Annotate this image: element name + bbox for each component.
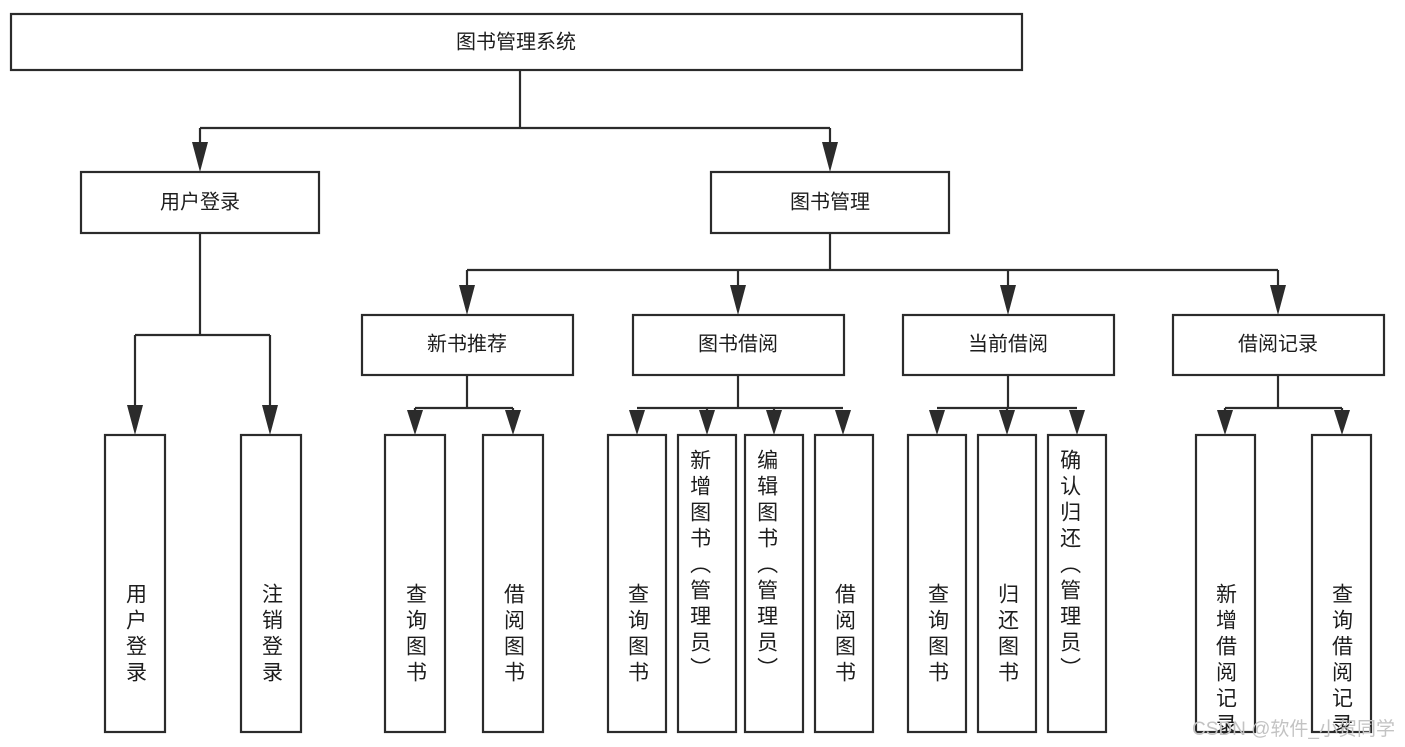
leaf-user-login-label: 用户登录 — [124, 583, 148, 687]
leaf-user-logout-label: 注销登录 — [260, 583, 284, 687]
leaf-borrow-book-2-label: 借阅图书 — [833, 583, 857, 687]
leaf-return-book-label: 归还图书 — [996, 583, 1020, 687]
leaf-query-book-2[interactable]: 查询图书 — [606, 433, 668, 734]
connector-layer — [127, 70, 1350, 435]
leaf-query-record-label: 查询借阅记录 — [1330, 583, 1354, 739]
node-root-box[interactable] — [9, 12, 1024, 72]
leaf-query-book-1[interactable]: 查询图书 — [383, 433, 447, 734]
leaf-user-logout-box[interactable] — [239, 433, 303, 734]
arrow-to-leaf-edit-book — [766, 410, 782, 435]
leaf-confirm-return-label: 确认归还（管理员） — [1058, 449, 1082, 683]
node-root-label: 图书管理系统 — [456, 30, 576, 53]
node-new-book-recommend[interactable]: 新书推荐 — [360, 313, 575, 377]
leaf-add-record[interactable]: 新增借阅记录 — [1194, 433, 1257, 739]
arrow-to-current-borrow — [1000, 285, 1016, 315]
arrow-to-leaf-confirm-return — [1069, 410, 1085, 435]
arrow-to-leaf-return-book — [999, 410, 1015, 435]
arrow-to-leaf-user-login — [127, 405, 143, 435]
leaf-edit-book-label: 编辑图书（管理员） — [755, 449, 779, 683]
leaf-confirm-return[interactable]: 确认归还（管理员） — [1046, 433, 1108, 734]
leaf-borrow-book-1-label: 借阅图书 — [502, 583, 526, 687]
leaf-user-login-box[interactable] — [103, 433, 167, 734]
arrow-to-borrow-record — [1270, 285, 1286, 315]
arrow-to-leaf-borrow-book-1 — [505, 410, 521, 435]
arrow-to-user-login — [192, 142, 208, 172]
arrow-to-leaf-query-record — [1334, 410, 1350, 435]
arrow-to-book-manage — [822, 142, 838, 172]
leaf-borrow-book-2-box[interactable] — [813, 433, 875, 734]
leaf-query-book-2-box[interactable] — [606, 433, 668, 734]
node-book-borrow-box[interactable] — [631, 313, 846, 377]
leaf-query-book-3-label: 查询图书 — [926, 583, 950, 687]
node-borrow-record-label: 借阅记录 — [1238, 332, 1318, 355]
leaf-query-book-1-box[interactable] — [383, 433, 447, 734]
arrow-to-new-book-recommend — [459, 285, 475, 315]
leaf-query-record[interactable]: 查询借阅记录 — [1310, 433, 1373, 739]
node-new-book-recommend-box[interactable] — [360, 313, 575, 377]
arrow-to-leaf-query-book-1 — [407, 410, 423, 435]
node-root[interactable]: 图书管理系统 — [9, 12, 1024, 72]
leaf-add-record-label: 新增借阅记录 — [1214, 583, 1238, 739]
node-book-manage[interactable]: 图书管理 — [709, 170, 951, 235]
node-user-login-label: 用户登录 — [160, 190, 240, 213]
leaf-query-book-1-label: 查询图书 — [404, 583, 428, 687]
arrow-to-leaf-user-logout — [262, 405, 278, 435]
leaf-confirm-return-box[interactable] — [1046, 433, 1108, 734]
leaf-edit-book[interactable]: 编辑图书（管理员） — [743, 433, 805, 734]
arrow-to-leaf-borrow-book-2 — [835, 410, 851, 435]
leaf-edit-book-box[interactable] — [743, 433, 805, 734]
leaf-add-book[interactable]: 新增图书（管理员） — [676, 433, 738, 734]
node-current-borrow-label: 当前借阅 — [968, 332, 1048, 355]
node-book-manage-box[interactable] — [709, 170, 951, 235]
arrow-to-leaf-add-record — [1217, 410, 1233, 435]
leaf-borrow-book-1-box[interactable] — [481, 433, 545, 734]
arrow-to-leaf-add-book — [699, 410, 715, 435]
node-current-borrow[interactable]: 当前借阅 — [901, 313, 1116, 377]
node-book-borrow[interactable]: 图书借阅 — [631, 313, 846, 377]
leaf-add-record-box[interactable] — [1194, 433, 1257, 734]
arrow-to-leaf-query-book-3 — [929, 410, 945, 435]
node-current-borrow-box[interactable] — [901, 313, 1116, 377]
arrow-to-book-borrow — [730, 285, 746, 315]
node-book-manage-label: 图书管理 — [790, 190, 870, 213]
csdn-watermark: CSDN @软件_小贺同学 — [1192, 718, 1395, 740]
leaf-return-book[interactable]: 归还图书 — [976, 433, 1038, 734]
leaf-query-book-3[interactable]: 查询图书 — [906, 433, 968, 734]
leaf-query-record-box[interactable] — [1310, 433, 1373, 734]
leaf-add-book-box[interactable] — [676, 433, 738, 734]
leaf-borrow-book-1[interactable]: 借阅图书 — [481, 433, 545, 734]
node-borrow-record-box[interactable] — [1171, 313, 1386, 377]
node-book-borrow-label: 图书借阅 — [698, 332, 778, 355]
leaf-query-book-3-box[interactable] — [906, 433, 968, 734]
node-user-login-box[interactable] — [79, 170, 321, 235]
node-borrow-record[interactable]: 借阅记录 — [1171, 313, 1386, 377]
leaf-query-book-2-label: 查询图书 — [626, 583, 650, 687]
leaf-user-login[interactable]: 用户登录 — [103, 433, 167, 734]
leaf-user-logout[interactable]: 注销登录 — [239, 433, 303, 734]
arrow-to-leaf-query-book-2 — [629, 410, 645, 435]
leaf-borrow-book-2[interactable]: 借阅图书 — [813, 433, 875, 734]
leaf-return-book-box[interactable] — [976, 433, 1038, 734]
leaf-add-book-label: 新增图书（管理员） — [688, 449, 712, 683]
node-new-book-recommend-label: 新书推荐 — [427, 332, 507, 355]
node-user-login[interactable]: 用户登录 — [79, 170, 321, 235]
